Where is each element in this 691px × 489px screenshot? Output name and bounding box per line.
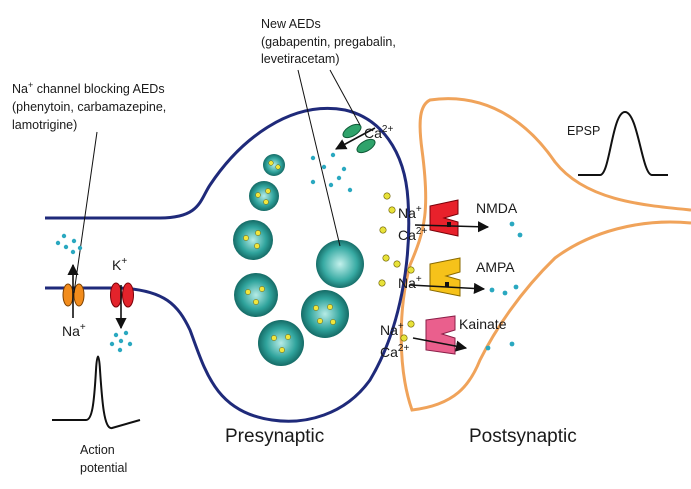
axon-ion-dots-bottom <box>109 330 133 353</box>
vesicle <box>234 273 278 317</box>
vesicle <box>301 290 349 338</box>
nmda-receptor <box>429 199 459 237</box>
calcium-label: Ca2+ <box>364 124 393 141</box>
vesicle <box>316 240 364 288</box>
kainate-receptor <box>425 315 456 355</box>
vesicles <box>233 154 364 366</box>
action-potential-trace <box>52 355 141 429</box>
na-blocking-aeds-line3: lamotrigine) <box>12 118 77 132</box>
ampa-arrow <box>409 282 486 295</box>
vesicle <box>233 220 273 260</box>
new-aeds-drugs-line1: (gabapentin, pregabalin, <box>261 35 396 49</box>
kainate-label: Kainate <box>459 316 507 332</box>
na-block-pointer <box>73 131 98 294</box>
vesicle <box>258 320 304 366</box>
na-blocking-aeds-line2: (phenytoin, carbamazepine, <box>12 100 166 114</box>
presynaptic-membrane <box>45 107 411 423</box>
new-aeds-pointer <box>297 69 341 247</box>
nmda-na-label: Na+ <box>398 204 422 221</box>
postsynaptic-label: Postsynaptic <box>469 426 577 447</box>
ampa-receptor <box>429 257 461 297</box>
ampa-na-label: Na+ <box>398 274 422 291</box>
nmda-label: NMDA <box>476 200 518 216</box>
postsynaptic-ion-dots <box>485 221 523 351</box>
presynaptic-label: Presynaptic <box>225 426 324 447</box>
nmda-arrow <box>414 221 490 233</box>
sodium-channel <box>62 283 85 307</box>
action-potential-label-line1: Action <box>80 443 115 457</box>
kainate-na-label: Na+ <box>380 321 404 338</box>
calcium-ion-dots <box>310 152 353 193</box>
potassium-label: K+ <box>112 256 127 273</box>
new-aeds-pointer-2 <box>329 69 361 126</box>
ampa-label: AMPA <box>476 259 515 275</box>
epsp-label: EPSP <box>567 124 600 138</box>
calcium-influx-arrow <box>335 127 376 150</box>
action-potential-label-line2: potential <box>80 461 127 475</box>
kainate-arrow <box>412 337 468 352</box>
vesicle <box>263 154 285 176</box>
new-aeds-drugs-line2: levetiracetam) <box>261 52 340 66</box>
sodium-label: Na+ <box>62 322 86 339</box>
vesicle <box>249 181 279 211</box>
potassium-channel <box>110 282 134 308</box>
postsynaptic-membrane <box>399 97 691 412</box>
axon-ion-dots-top <box>55 233 83 255</box>
kainate-ca-label: Ca2+ <box>380 343 409 360</box>
calcium-channel <box>342 123 376 154</box>
epsp-trace <box>578 110 668 176</box>
glutamate-dots <box>378 192 415 342</box>
nmda-ca-label: Ca2+ <box>398 226 427 243</box>
na-blocking-aeds-title: Na+ channel blocking AEDs <box>12 80 165 96</box>
new-aeds-title: New AEDs <box>261 17 321 31</box>
